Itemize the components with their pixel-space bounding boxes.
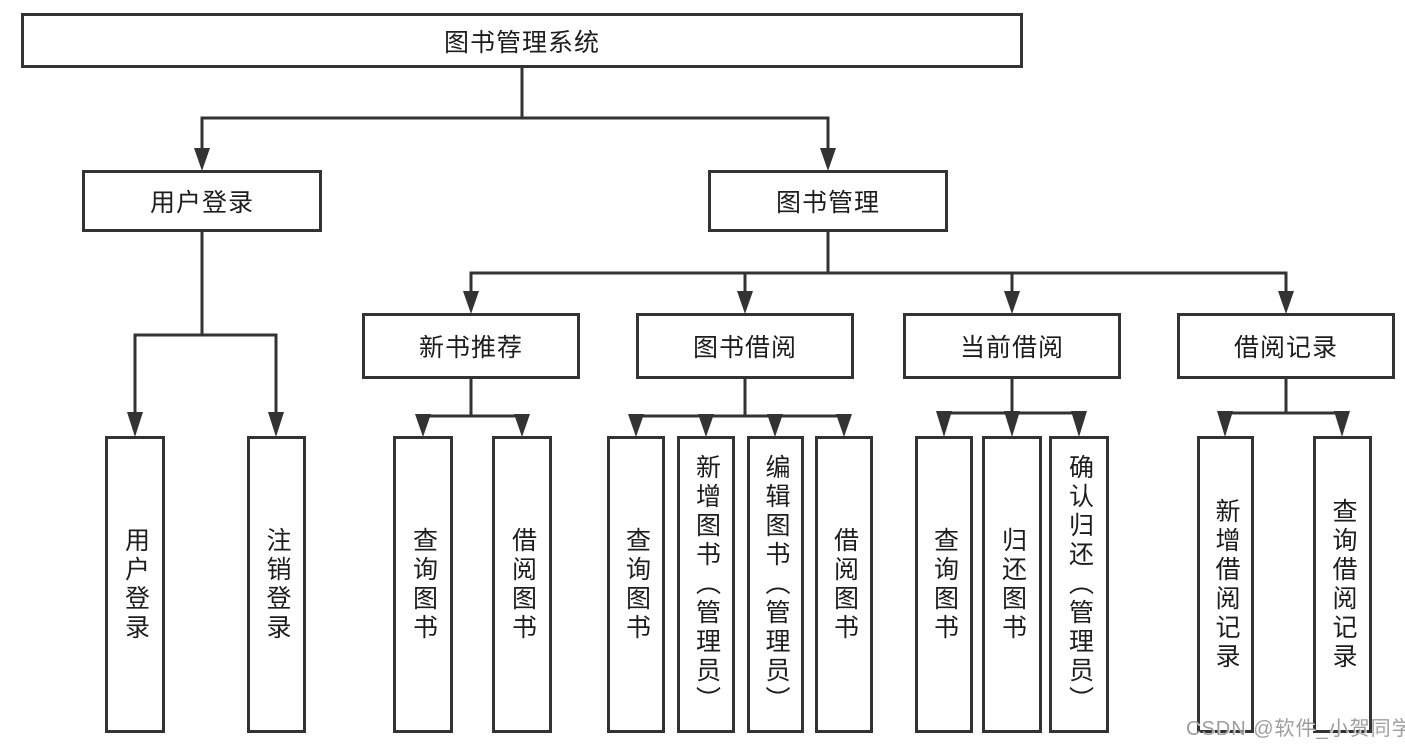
node-borrowing-records: 借阅记录 [1177, 313, 1395, 379]
node-current-borrowing: 当前借阅 [903, 313, 1121, 379]
leaf-query-books-recommend: 查询图书 [393, 436, 453, 733]
leaf-borrow-books-recommend-label: 借阅图书 [508, 526, 537, 643]
leaf-user-login: 用户登录 [105, 436, 165, 733]
leaf-add-borrow-record: 新增借阅记录 [1197, 436, 1254, 733]
leaf-query-books-current-label: 查询图书 [930, 526, 959, 643]
leaf-borrow-books-borrowing: 借阅图书 [815, 436, 873, 733]
leaf-borrow-books-recommend: 借阅图书 [492, 436, 552, 733]
leaf-query-books-recommend-label: 查询图书 [409, 526, 438, 643]
leaf-query-books-borrowing-label: 查询图书 [622, 526, 651, 643]
leaf-query-borrow-record: 查询借阅记录 [1313, 436, 1372, 733]
watermark: CSDN @软件_小贺同学 [1186, 718, 1405, 740]
leaf-query-borrow-record-label: 查询借阅记录 [1329, 497, 1357, 672]
leaf-confirm-return-admin: 确认归还（管理员） [1049, 436, 1109, 733]
node-new-book-recommend: 新书推荐 [362, 313, 580, 379]
leaf-add-book-admin: 新增图书（管理员） [677, 436, 735, 733]
leaf-edit-book-admin-label: 编辑图书（管理员） [762, 454, 790, 715]
node-book-management: 图书管理 [708, 170, 948, 232]
leaf-add-borrow-record-label: 新增借阅记录 [1212, 497, 1240, 672]
leaf-add-book-admin-label: 新增图书（管理员） [692, 454, 721, 715]
node-book-borrowing: 图书借阅 [636, 313, 854, 379]
leaf-return-books-label: 归还图书 [998, 526, 1027, 643]
node-user-login: 用户登录 [82, 170, 322, 232]
leaf-query-books-current: 查询图书 [915, 436, 973, 733]
node-root-system: 图书管理系统 [21, 13, 1023, 68]
leaf-return-books: 归还图书 [982, 436, 1042, 733]
leaf-edit-book-admin: 编辑图书（管理员） [747, 436, 804, 733]
leaf-logout-login-label: 注销登录 [263, 526, 291, 643]
leaf-user-login-label: 用户登录 [121, 526, 150, 643]
leaf-query-books-borrowing: 查询图书 [607, 436, 665, 733]
leaf-borrow-books-borrowing-label: 借阅图书 [830, 526, 859, 643]
leaf-confirm-return-admin-label: 确认归还（管理员） [1065, 454, 1094, 715]
leaf-logout-login: 注销登录 [247, 436, 306, 733]
